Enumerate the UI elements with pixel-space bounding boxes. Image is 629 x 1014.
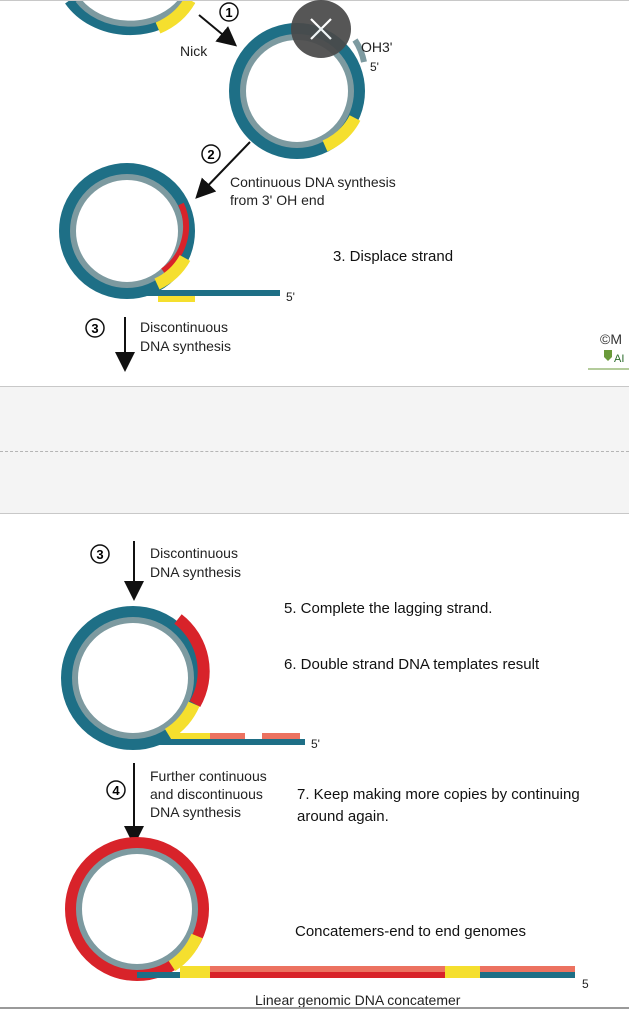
five-prime-label-top: 5' — [370, 60, 379, 74]
continuous-synthesis-line2: from 3' OH end — [230, 192, 325, 208]
keep-making-line2: around again. — [297, 808, 389, 825]
double-strand-note: 6. Double strand DNA templates result — [284, 656, 540, 673]
discontinuous-line2-top: DNA synthesis — [140, 338, 231, 354]
svg-text:3: 3 — [96, 547, 103, 562]
five-end-label: 5 — [582, 977, 589, 991]
slide-separator-bottom — [0, 513, 629, 514]
circle-plasmid-2 — [59, 163, 280, 302]
further-line3: DNA synthesis — [150, 804, 241, 820]
svg-text:4: 4 — [112, 783, 120, 798]
rolling-circle-diagram-1: 1 Nick OH3' 5' 2 Continuous DNA synthesi… — [59, 0, 629, 372]
step-2-arrow — [195, 141, 251, 199]
slide-panel-top: 1 Nick OH3' 5' 2 Continuous DNA synthesi… — [0, 0, 629, 386]
svg-text:2: 2 — [207, 147, 214, 162]
five-prime-tail-1: 5' — [286, 290, 295, 304]
circle-plasmid-3 — [61, 606, 305, 750]
svg-text:1: 1 — [225, 5, 232, 20]
university-logo-fragment: AI — [588, 350, 629, 370]
step-2-marker: 2 — [201, 144, 221, 164]
page-break-dashed-line — [0, 451, 629, 452]
nick-label: Nick — [180, 43, 208, 59]
slide-separator-top — [0, 386, 629, 387]
further-line1: Further continuous — [150, 768, 267, 784]
oh3-label: OH3' — [361, 39, 392, 55]
further-line2: and discontinuous — [150, 786, 263, 802]
complete-lagging-note: 5. Complete the lagging strand. — [284, 600, 492, 617]
step-4-marker: 4 — [106, 780, 126, 800]
close-x-icon — [310, 18, 332, 40]
partial-circle-top — [65, 0, 196, 36]
bottom-border — [0, 1007, 629, 1009]
step-1-marker: 1 — [219, 2, 239, 22]
svg-text:3: 3 — [91, 321, 98, 336]
concatemers-note: Concatemers-end to end genomes — [295, 923, 526, 940]
step-1-arrow — [198, 14, 238, 47]
displace-strand-note: 3. Displace strand — [333, 248, 453, 265]
slide-panel-bottom: 3 Discontinuous DNA synthesis 5. Complet… — [0, 514, 629, 1009]
discontinuous-line1-bottom: Discontinuous — [150, 545, 238, 561]
copyright-fragment: ©M — [600, 331, 622, 347]
close-button[interactable] — [291, 0, 351, 58]
step-3-marker-top: 3 — [85, 318, 105, 338]
keep-making-line1: 7. Keep making more copies by continuing — [297, 786, 580, 803]
continuous-synthesis-line1: Continuous DNA synthesis — [230, 174, 396, 190]
discontinuous-line1-top: Discontinuous — [140, 319, 228, 335]
svg-text:AI: AI — [614, 353, 624, 365]
five-prime-tail-2: 5' — [311, 737, 320, 751]
rolling-circle-diagram-2: 3 Discontinuous DNA synthesis 5. Complet… — [61, 541, 589, 1008]
discontinuous-line2-bottom: DNA synthesis — [150, 564, 241, 580]
circle-plasmid-4 — [65, 837, 575, 981]
slide-gap — [0, 387, 629, 513]
linear-concatemer-label: Linear genomic DNA concatemer — [255, 992, 461, 1008]
step-3-marker-bottom: 3 — [90, 544, 110, 564]
